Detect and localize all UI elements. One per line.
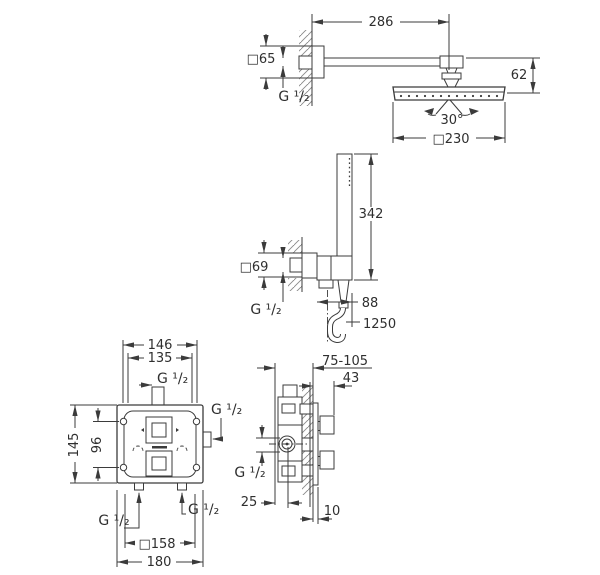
- thread-label: G ¹/₂: [157, 371, 188, 387]
- shower-head: [392, 86, 506, 101]
- dim-set-height: 342: [359, 207, 384, 222]
- escutcheon-side: [312, 402, 319, 486]
- head-shower-view: 286 □65 G ¹/₂ 62 30° □230: [245, 14, 540, 147]
- dim-plate-offset: 10: [324, 504, 341, 519]
- hand-shower-view: 342 □69 G ¹/₂ 88 1250: [238, 153, 396, 344]
- arm-flange: [311, 45, 325, 79]
- dim-arm-length: 286: [369, 15, 394, 30]
- nozzle-dots: [399, 94, 499, 98]
- holder-flange: [301, 252, 318, 279]
- thread-label: G ¹/₂: [250, 302, 281, 318]
- mixer-plate: [116, 404, 204, 484]
- dim-screw-spacing-h: 146: [148, 338, 173, 353]
- dim-flange-size: □65: [247, 52, 276, 67]
- dim-spray-angle: 30°: [440, 113, 463, 128]
- thread-label: G ¹/₂: [278, 89, 309, 105]
- dim-plate-height: 145: [67, 433, 82, 458]
- dim-hose-length: 1250: [363, 317, 396, 332]
- thread-label: G ¹/₂: [188, 502, 219, 518]
- dim-head-width: □230: [432, 132, 469, 147]
- dim-plate-size: □158: [138, 537, 175, 552]
- dim-handle-depth: 43: [343, 371, 360, 386]
- dim-head-height: 62: [511, 68, 528, 83]
- hand-shower: [336, 153, 353, 257]
- dim-install-depth: 75-105: [322, 354, 368, 369]
- thread-label: G ¹/₂: [98, 513, 129, 529]
- dim-inner-width: 135: [148, 351, 173, 366]
- dim-total-width: 180: [147, 555, 172, 570]
- screw: [192, 417, 201, 426]
- handle-side: [319, 450, 335, 470]
- dim-center-depth: 25: [241, 495, 258, 510]
- thread-label: G ¹/₂: [234, 465, 265, 481]
- mixer-side-view: 75-105 43 G ¹/₂ 25 10: [234, 354, 372, 524]
- dim-screw-spacing-v: 96: [90, 437, 105, 454]
- screw: [119, 417, 128, 426]
- handle-side: [319, 415, 335, 435]
- brand-logo: [152, 446, 167, 449]
- mixer-front-view: 146 135 G ¹/₂ G ¹/₂ 145 96: [67, 338, 242, 570]
- screw: [119, 463, 128, 472]
- screw: [192, 463, 201, 472]
- dim-wall-offset: 88: [362, 296, 379, 311]
- thread-label: G ¹/₂: [211, 402, 242, 418]
- hand-shower-holder: [316, 255, 353, 281]
- dim-holder-flange: □69: [240, 260, 269, 275]
